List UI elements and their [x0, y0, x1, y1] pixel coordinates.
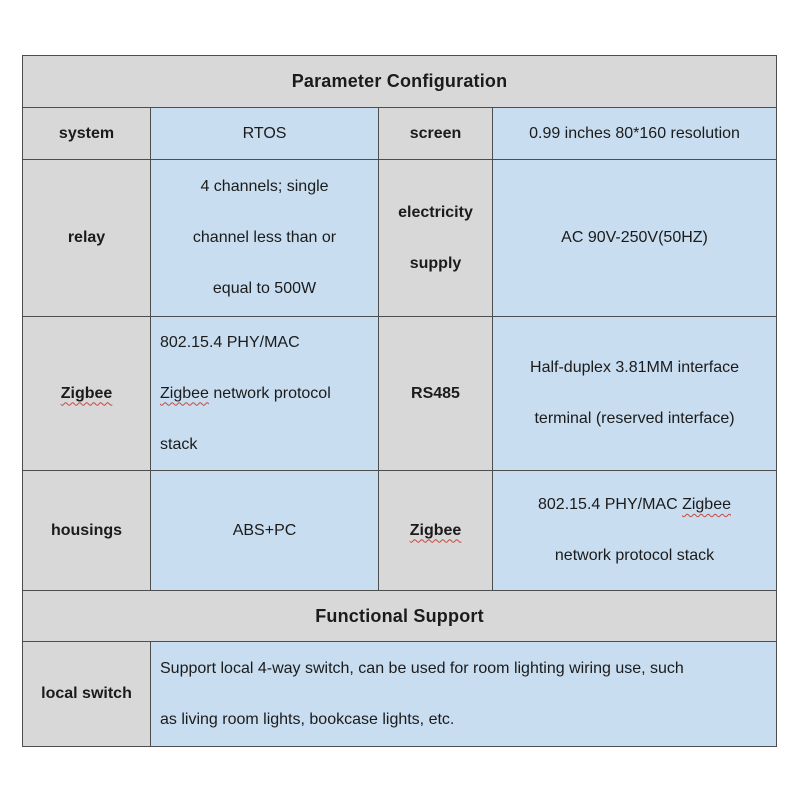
text-line: supply	[380, 238, 492, 289]
cell-screen-label: screen	[378, 107, 493, 160]
cell-system-label: system	[22, 107, 151, 160]
cell-electricity-supply-value: AC 90V-250V(50HZ)	[491, 159, 778, 317]
cell-rs485-value: Half-duplex 3.81MM interface terminal (r…	[491, 316, 778, 471]
value-text: as living room lights, bookcase lights, …	[160, 710, 455, 728]
text-line: 802.15.4 PHY/MAC Zigbee	[494, 480, 776, 531]
text-line: equal to 500W	[152, 264, 378, 315]
value-text: 4 channels; single	[200, 178, 329, 195]
text-line: Zigbee network protocol	[160, 368, 369, 419]
text-line: Support local 4-way switch, can be used …	[160, 643, 767, 694]
cell-electricity-supply-label: electricity supply	[378, 159, 493, 317]
label-text: relay	[67, 229, 106, 246]
cell-zigbee2-value: 802.15.4 PHY/MAC Zigbee network protocol…	[491, 470, 778, 591]
text-line: terminal (reserved interface)	[494, 394, 776, 445]
cell-zigbee-value: 802.15.4 PHY/MAC Zigbee network protocol…	[150, 316, 379, 471]
text-line: 4 channels; single	[152, 162, 378, 213]
cell-housings-label: housings	[22, 470, 151, 591]
value-text: equal to 500W	[212, 280, 317, 297]
value-text-squiggled: Zigbee	[682, 496, 731, 513]
cell-local-switch-label: local switch	[22, 641, 151, 747]
value-text: 0.99 inches 80*160 resolution	[529, 124, 740, 142]
value-text-squiggled: Zigbee	[160, 384, 209, 402]
label-text-squiggled: Zigbee	[60, 384, 113, 402]
label-text: RS485	[411, 384, 460, 402]
cell-relay-label: relay	[22, 159, 151, 317]
label-text: housings	[50, 521, 123, 539]
section-title-text: Parameter Configuration	[291, 71, 508, 91]
parameter-configuration-header: Parameter Configuration	[21, 55, 778, 108]
cell-rs485-label: RS485	[378, 316, 493, 471]
cell-zigbee2-label: Zigbee	[378, 470, 493, 591]
value-text: terminal (reserved interface)	[534, 410, 735, 427]
spec-table: Parameter Configuration system RTOS scre…	[21, 55, 778, 747]
value-text: network protocol	[208, 384, 331, 402]
label-text-squiggled: Zigbee	[409, 521, 462, 539]
value-text: Support local 4-way switch, can be used …	[160, 659, 684, 677]
value-text: channel less than or	[192, 229, 337, 246]
value-text: RTOS	[242, 124, 287, 142]
text-line: as living room lights, bookcase lights, …	[160, 694, 767, 745]
label-text: system	[58, 124, 115, 142]
cell-local-switch-value: Support local 4-way switch, can be used …	[149, 641, 778, 747]
cell-screen-value: 0.99 inches 80*160 resolution	[491, 107, 778, 160]
value-text: stack	[160, 435, 198, 453]
text-line: network protocol stack	[494, 531, 776, 582]
cell-zigbee-label: Zigbee	[22, 316, 151, 471]
label-text: supply	[409, 254, 462, 272]
cell-system-value: RTOS	[150, 107, 379, 160]
text-line: electricity	[380, 187, 492, 238]
value-text: 802.15.4 PHY/MAC	[538, 496, 683, 513]
value-text: network protocol stack	[554, 547, 715, 564]
section-title-text: Functional Support	[315, 605, 484, 626]
value-text: 802.15.4 PHY/MAC	[160, 333, 300, 351]
value-text: Half-duplex 3.81MM interface	[530, 359, 739, 376]
cell-relay-value: 4 channels; single channel less than or …	[150, 159, 379, 317]
functional-support-header: Functional Support	[21, 590, 778, 642]
text-line: stack	[160, 419, 369, 470]
label-text: electricity	[398, 203, 473, 221]
cell-housings-value: ABS+PC	[150, 470, 379, 591]
text-line: channel less than or	[152, 213, 378, 264]
value-text: ABS+PC	[232, 521, 297, 539]
value-text: AC 90V-250V(50HZ)	[561, 229, 708, 246]
text-line: 802.15.4 PHY/MAC	[160, 318, 369, 369]
text-line: Half-duplex 3.81MM interface	[494, 343, 776, 394]
label-text: local switch	[41, 685, 132, 702]
label-text: screen	[409, 124, 462, 142]
